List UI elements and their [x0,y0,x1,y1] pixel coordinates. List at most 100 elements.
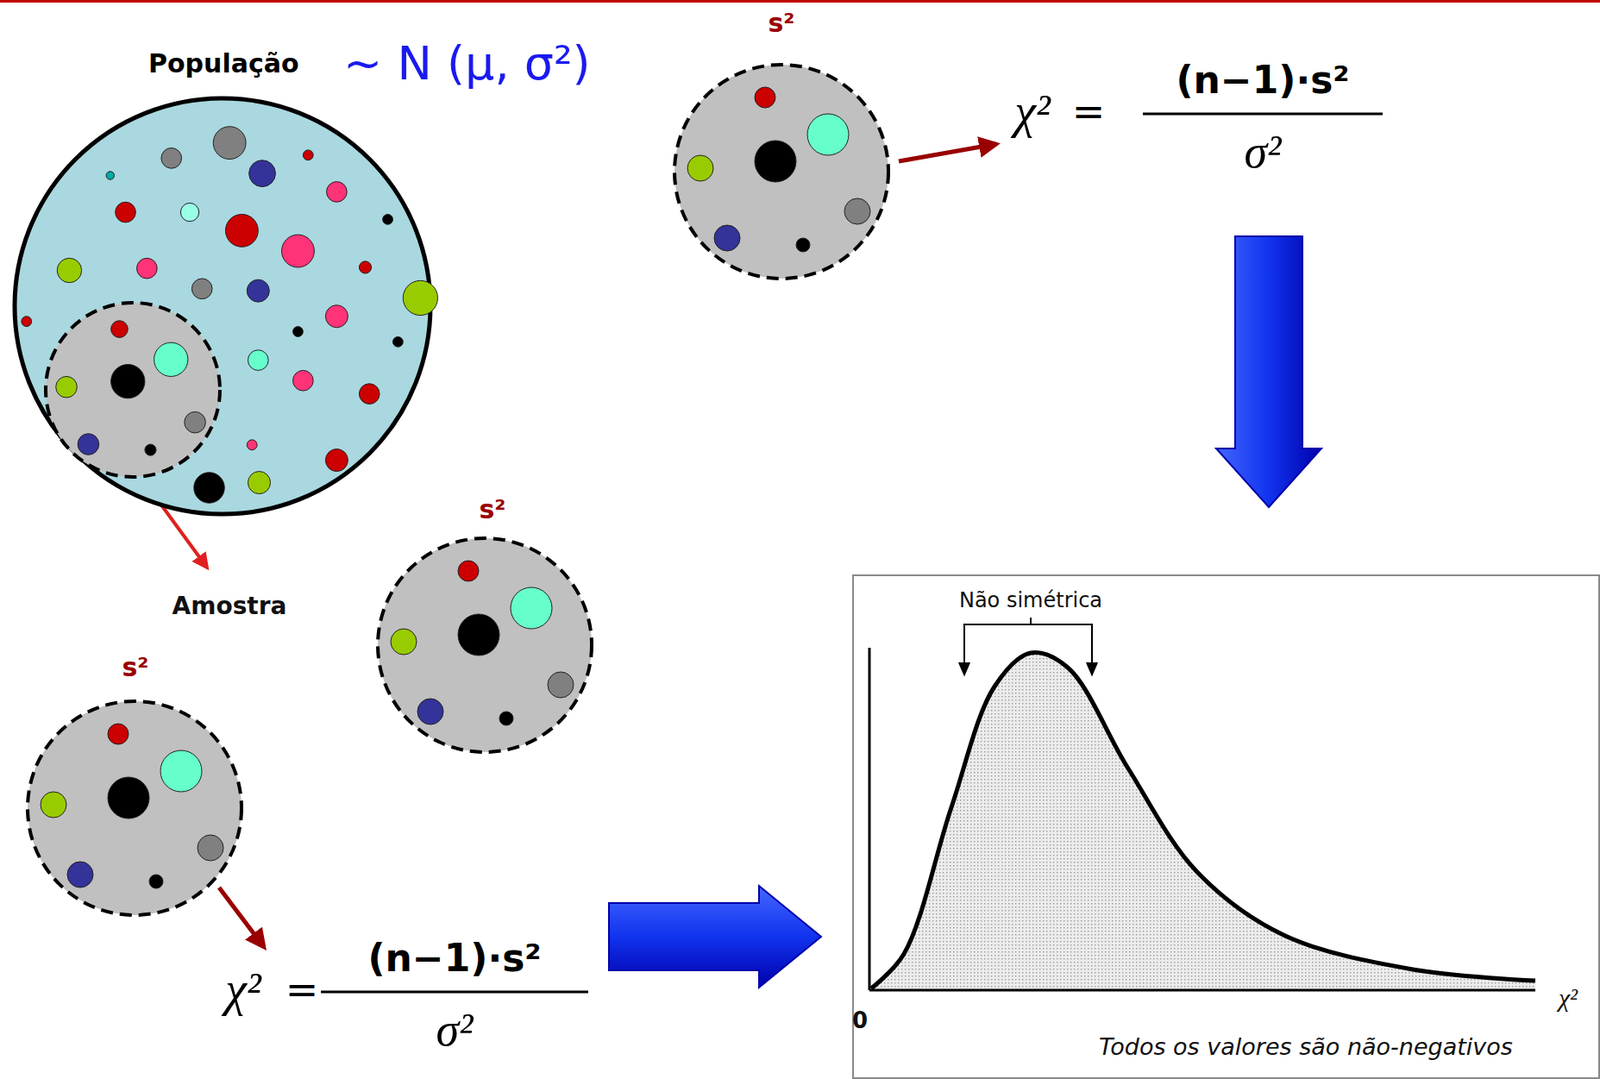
sample-dot [111,320,129,339]
sample-label: Amostra [172,591,288,621]
sample-dot [40,791,67,818]
sample-dot [144,444,157,456]
chart-note: Não simétrica [959,588,1103,613]
population-dot [161,148,182,170]
sample-dot [184,411,207,433]
formula-symbol: χ² [1014,83,1050,139]
population-dot [382,213,394,225]
population-dot [358,383,380,405]
population-dot [249,160,277,188]
sample-dot [754,87,776,108]
population-dot [358,261,371,274]
variance-label: s² [768,7,796,38]
formula-numerator: (n−1)·s² [367,935,541,980]
sample-dot [56,376,78,398]
sample-node: s² [671,62,891,282]
chart-caption: Todos os valores são não-negativos [1098,1033,1513,1061]
block-arrow [608,885,822,988]
population-dot [21,316,32,327]
sample-dot [149,874,164,889]
population-dot [392,336,403,347]
population-dot [56,257,82,283]
chi-square-curve [871,652,1536,989]
population-dot [293,326,304,338]
population-dot [247,471,270,495]
sample-dot [547,671,574,698]
sample-dot [458,614,500,656]
population-dot [282,234,315,268]
chart-frame [853,575,1600,1079]
sample-dot [77,433,100,456]
formula-equals: = [1072,87,1106,135]
sample-dot [154,342,189,377]
population-dot [115,201,137,223]
sample-dot [197,834,224,861]
population-dot [137,257,158,279]
sample-circle [674,64,889,279]
variance-label: s² [479,494,507,525]
sample-node: Amostra [43,300,223,480]
sample-dot [67,861,94,888]
sample-dot [754,140,797,182]
sample-circle [27,701,242,916]
sample-dot [417,698,444,725]
sample-node: s² [25,698,245,918]
formula-symbol: χ² [225,961,261,1017]
sample-arrow [219,887,264,948]
block-arrow [1216,236,1322,508]
top-rule [0,0,1600,3]
chart-outline [852,574,1600,1079]
sample-dot [390,628,417,655]
population-dot [194,472,225,503]
population-dot [326,181,348,203]
population-heading: População [148,48,300,79]
fraction-bar [1142,112,1383,116]
sample-dot [458,560,479,582]
population-dot [213,126,246,160]
population-dot [247,350,269,371]
population-dot [402,280,438,315]
axis-label: χ² [1558,983,1578,1013]
population-node: População~ N (μ, σ²)Amostra [12,95,433,517]
distribution-notation: ~ N (μ, σ²) [343,36,591,91]
population-dot [293,370,314,391]
population-dot [106,171,114,180]
population-dot [191,278,213,300]
formula-numerator: (n−1)·s² [1175,57,1350,102]
sample-dot [510,587,553,629]
variance-label: s² [122,652,150,683]
population-dot [246,439,258,451]
sample-dot [807,113,849,156]
sample-dot [111,364,145,399]
sample-node: s² [375,535,595,755]
sample-circle [45,302,220,477]
formula-equals: = [285,966,320,1013]
sample-outline [43,300,223,480]
population-dot [180,202,199,221]
sample-arrow [898,144,997,162]
sample-dot [796,238,810,252]
sample-circle [377,538,592,753]
x-axis [869,989,1536,992]
population-dot [302,150,314,161]
curve-fill [871,652,1536,991]
population-dot [225,213,258,247]
sample-dot [714,225,741,251]
sample-dot [844,198,871,225]
sample-outline [671,62,891,282]
y-axis [868,647,872,991]
fraction-bar [320,991,589,994]
formula-denominator: σ² [436,1003,474,1057]
sample-dot [107,723,129,745]
formula-denominator: σ² [1244,125,1282,179]
chart-panel: Não simétrica 0 χ² Todos os valores são não… [852,574,1600,1079]
sample-outline [25,698,245,918]
sample-dot [107,777,150,819]
sample-dot [687,155,714,182]
population-dot [325,305,348,328]
bracket [959,617,1098,675]
population-circle [14,98,431,515]
axis-origin: 0 [852,1007,868,1034]
sample-dot [499,711,514,726]
population-dot [325,449,348,472]
